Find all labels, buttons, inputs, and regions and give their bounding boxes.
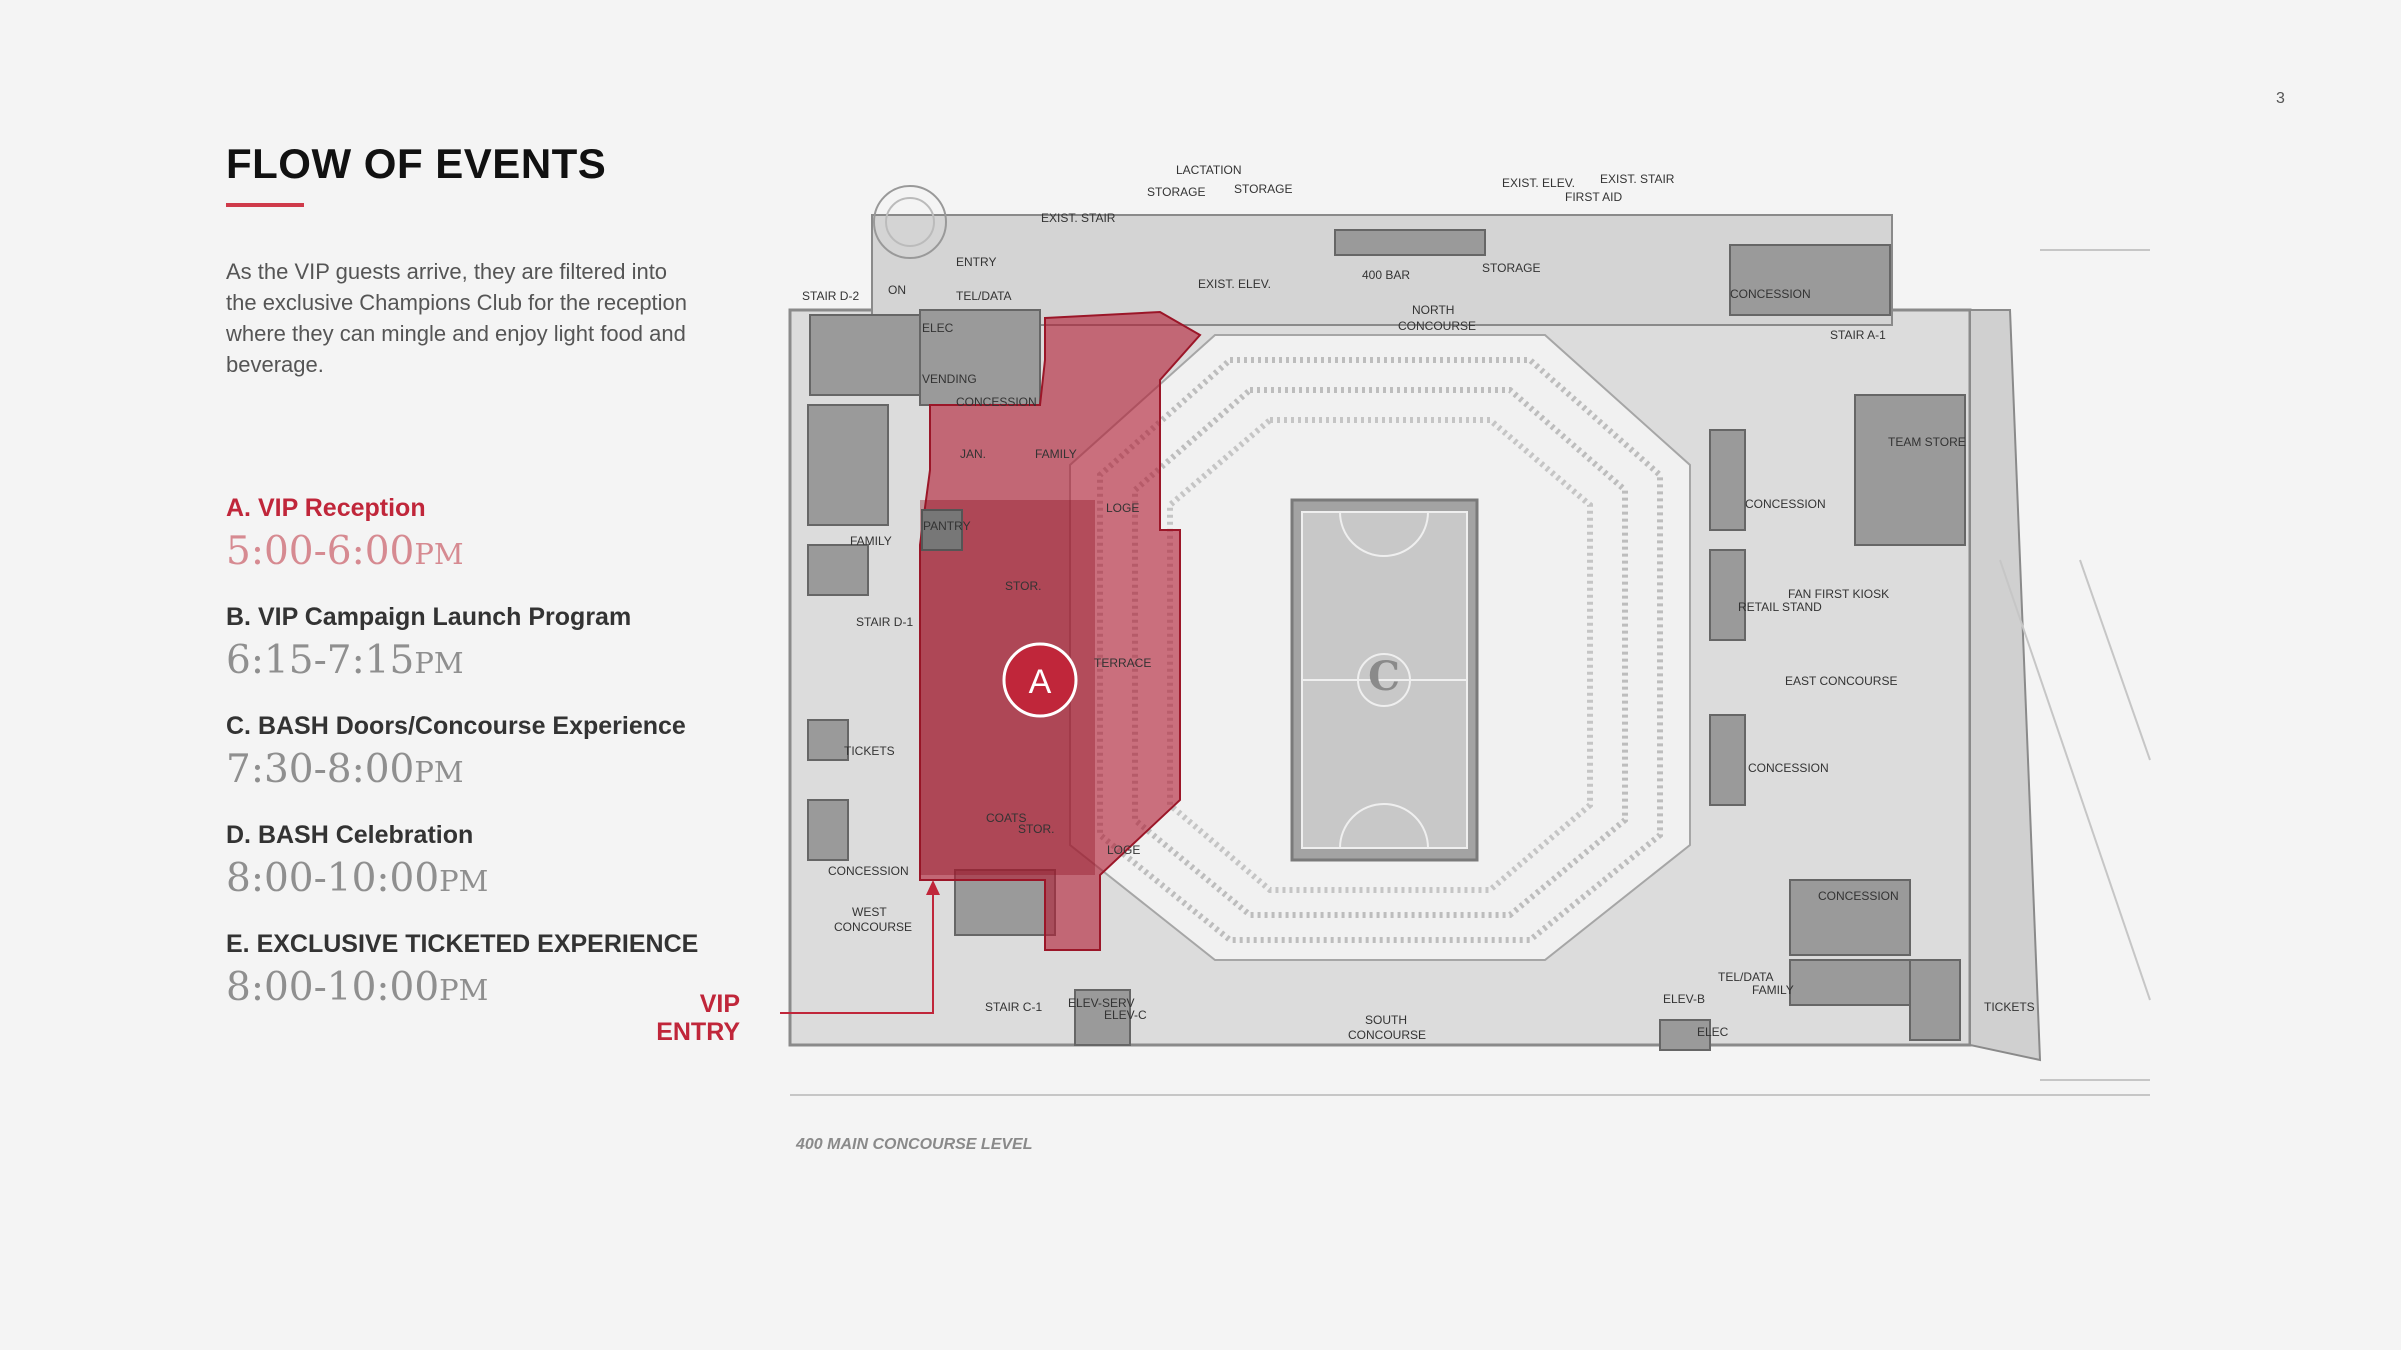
- event-item-b: B. VIP Campaign Launch Program 6:15-7:15…: [226, 603, 631, 683]
- room-label: CONCOURSE: [834, 920, 912, 934]
- vip-entry-label: VIP ENTRY: [656, 990, 740, 1046]
- event-time: 7:30-8:00PM: [226, 747, 464, 792]
- room-label: TEL/DATA: [956, 289, 1012, 303]
- room-label: PANTRY: [923, 519, 971, 533]
- room-label: FAN FIRST KIOSK: [1788, 587, 1889, 601]
- room-label: CONCESSION: [1748, 761, 1829, 775]
- event-label: A. VIP Reception: [226, 494, 426, 522]
- room-label: WEST: [852, 905, 887, 919]
- event-time: 5:00-6:00PM: [226, 529, 464, 574]
- room-label: CONCESSION: [1745, 497, 1826, 511]
- event-item-c: C. BASH Doors/Concourse Experience 7:30-…: [226, 712, 686, 792]
- event-label: E. EXCLUSIVE TICKETED EXPERIENCE: [226, 930, 699, 958]
- room-label: TEL/DATA: [1718, 970, 1774, 984]
- room-label: CONCESSION: [1818, 889, 1899, 903]
- room-label: TERRACE: [1094, 656, 1151, 670]
- event-item-a: A. VIP Reception 5:00-6:00PM: [226, 494, 464, 574]
- room-label: TICKETS: [844, 744, 895, 758]
- room-label: STORAGE: [1147, 185, 1205, 199]
- page-title: FLOW OF EVENTS: [226, 140, 607, 187]
- room-label: ELEV-B: [1663, 992, 1705, 1006]
- page-number: 3: [2276, 90, 2285, 107]
- room-label: CONCESSION: [828, 864, 909, 878]
- room-label: STORAGE: [1234, 182, 1292, 196]
- room-label: TEAM STORE: [1888, 435, 1966, 449]
- room-label: FAMILY: [1752, 983, 1794, 997]
- room-label: EXIST. STAIR: [1041, 211, 1116, 225]
- room-label: FIRST AID: [1565, 190, 1622, 204]
- intro-text: As the VIP guests arrive, they are filte…: [226, 259, 688, 377]
- title-underline: [226, 203, 304, 207]
- room-label: COATS: [986, 811, 1026, 825]
- room-label: EXIST. STAIR: [1600, 172, 1675, 186]
- reception-marker-letter: A: [1029, 663, 1052, 701]
- event-item-d: D. BASH Celebration 8:00-10:00PM: [226, 821, 488, 901]
- room-label: STOR.: [1005, 579, 1041, 593]
- event-label: C. BASH Doors/Concourse Experience: [226, 712, 686, 740]
- event-time: 8:00-10:00PM: [226, 856, 489, 901]
- room-label: CONCESSION: [956, 395, 1037, 409]
- room-label: NORTH: [1412, 303, 1454, 317]
- room-label: ON: [888, 283, 906, 297]
- room-label: LACTATION: [1176, 163, 1242, 177]
- room-label: STOR.: [1018, 822, 1054, 836]
- room-label: STAIR D-1: [856, 615, 913, 629]
- svg-text:C: C: [1368, 653, 1400, 700]
- room-label: ELEC: [1697, 1025, 1729, 1039]
- room-label: JAN.: [960, 447, 986, 461]
- room-label: TICKETS: [1984, 1000, 2035, 1014]
- room-label: STORAGE: [1482, 261, 1540, 275]
- room-label: EXIST. ELEV.: [1502, 176, 1575, 190]
- event-time: 6:15-7:15PM: [226, 638, 464, 683]
- room-label: CONCESSION: [1730, 287, 1811, 301]
- room-label: CONCOURSE: [1398, 319, 1476, 333]
- event-time: 8:00-10:00PM: [226, 965, 489, 1010]
- room-label: STAIR C-1: [985, 1000, 1042, 1014]
- room-label: ELEV-C: [1104, 1008, 1147, 1022]
- room-label: RETAIL STAND: [1738, 600, 1822, 614]
- room-label: CONCOURSE: [1348, 1028, 1426, 1042]
- room-label: EAST CONCOURSE: [1785, 674, 1897, 688]
- event-label: B. VIP Campaign Launch Program: [226, 603, 632, 631]
- event-item-e: E. EXCLUSIVE TICKETED EXPERIENCE 8:00-10…: [226, 930, 698, 1010]
- event-label: D. BASH Celebration: [226, 821, 474, 849]
- room-label: LOGE: [1106, 501, 1139, 515]
- room-label: STAIR D-2: [802, 289, 859, 303]
- room-label: EXIST. ELEV.: [1198, 277, 1271, 291]
- room-label: VENDING: [922, 372, 977, 386]
- room-label: FAMILY: [850, 534, 892, 548]
- room-label: ELEV-SERV: [1068, 996, 1134, 1010]
- room-label: LOGE: [1107, 843, 1140, 857]
- room-label: FAMILY: [1035, 447, 1077, 461]
- map-caption: 400 MAIN CONCOURSE LEVEL: [796, 1136, 1033, 1153]
- room-label: SOUTH: [1365, 1013, 1407, 1027]
- reception-marker-circle: [1002, 642, 1078, 718]
- room-label: STAIR A-1: [1830, 328, 1886, 342]
- room-label: ELEC: [922, 321, 954, 335]
- room-label: ENTRY: [956, 255, 996, 269]
- floor-plan: C A LACTATION STORAGE STORAGE EXIST. STA…: [780, 150, 2180, 1150]
- room-label: 400 BAR: [1362, 268, 1410, 282]
